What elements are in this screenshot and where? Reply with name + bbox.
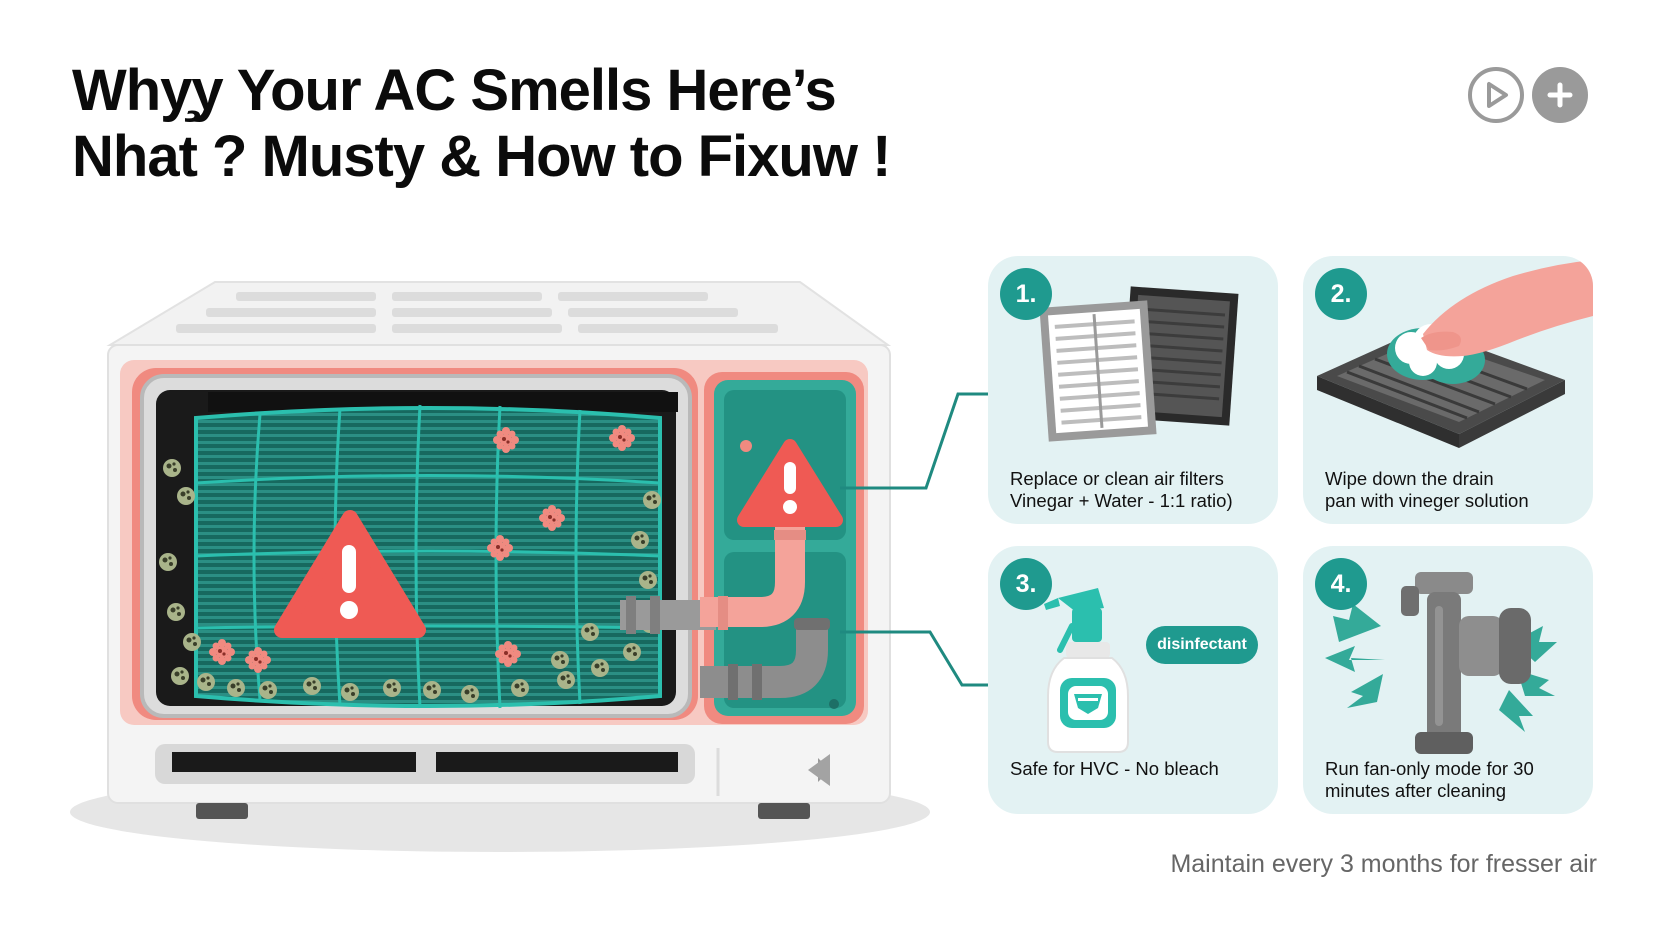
step-card-3: 3. disinfectant Safe for HVC - No bleach [988,546,1278,814]
step-caption-2: Wipe down the drain pan with vineger sol… [1325,468,1529,511]
disinfectant-tag: disinfectant [1146,626,1258,664]
air-filter-icon [1039,286,1239,442]
add-button[interactable] [1532,67,1588,123]
play-button[interactable] [1468,67,1524,123]
step-number-1: 1. [1000,268,1052,320]
warning-icon [274,510,426,638]
title-line-2: Nhat ? Musty & How to Fixuw ! [72,124,891,189]
step-card-2: 2. Wipe down the drain pan with vineger … [1303,256,1593,524]
fan-icon [1325,572,1557,754]
plus-icon [1547,82,1573,108]
step-caption-4: Run fan-only mode for 30 minutes after c… [1325,758,1534,801]
drain-pan-icon [1317,260,1593,448]
maintenance-note: Maintain every 3 months for fresser air [1170,850,1597,878]
step-number-3: 3. [1000,558,1052,610]
step-caption-1: Replace or clean air filters Vinegar + W… [1010,468,1233,511]
page-title: Why̧y Your AC Smells Here’s Nhat ? Musty… [72,58,1032,190]
step-number-2: 2. [1315,268,1367,320]
step-card-1: 1. Replace or clean air filters Vinegar … [988,256,1278,524]
play-icon [1487,82,1508,108]
spray-bottle-icon [1044,588,1129,753]
step-caption-3: Safe for HVC - No bleach [1010,758,1219,779]
step-card-4: 4. Run fan-only mode for 30 minutes afte… [1303,546,1593,814]
title-line-1: Why̧y Your AC Smells Here’s [72,58,837,123]
step-number-4: 4. [1315,558,1367,610]
